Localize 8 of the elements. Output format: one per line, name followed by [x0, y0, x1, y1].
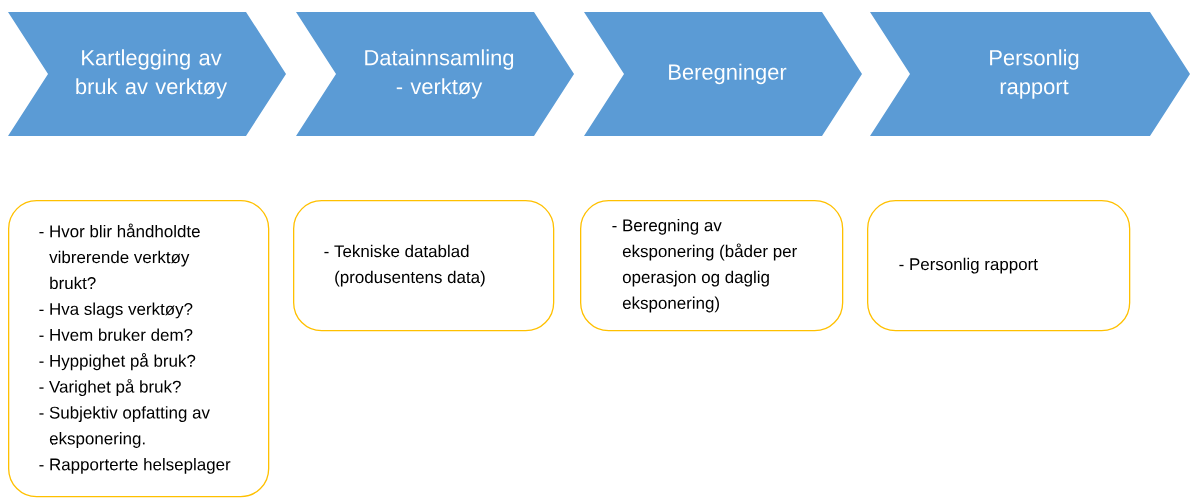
rounded-box: - Tekniske datablad (produsentens data) [293, 200, 555, 332]
chevron-step: Beregninger [584, 12, 862, 136]
chevron-step: Kartlegging av bruk av verktøy [8, 12, 286, 136]
chevron-step: Datainnsamling - verktøy [296, 12, 574, 136]
rounded-box: - Beregning av eksponering (båder per operasjon og daglig eksponering) [580, 200, 844, 332]
rounded-box: - Personlig rapport [867, 200, 1131, 332]
rounded-box: - Hvor blir håndholdte vibrerende verktøy brukt? - Hva slags verktøy? - Hvem bruker dem? - Hyppighet på bruk? - Varighet på bruk? - Subjektiv opfatting av eksponering. - Rapporterte helseplager [8, 200, 270, 498]
chevron-step: Personlig rapport [870, 12, 1190, 136]
